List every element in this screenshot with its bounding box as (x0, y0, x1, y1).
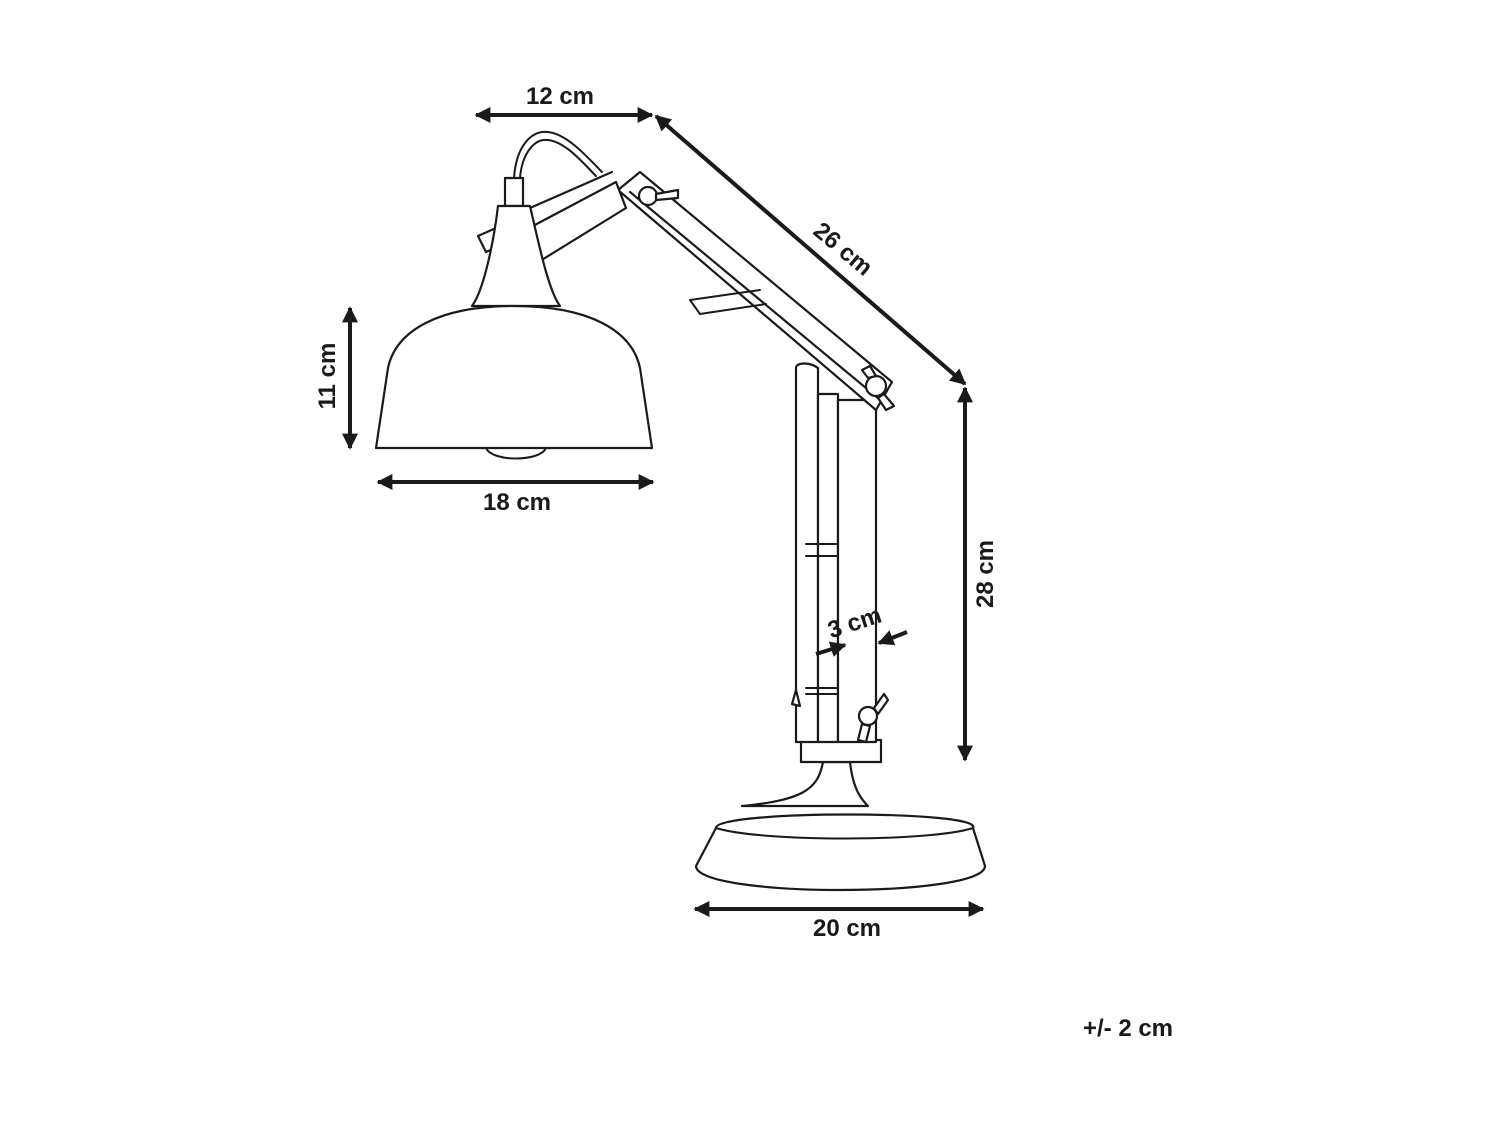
dimension-labels: 12 cm 26 cm 11 cm 18 cm 28 cm 3 cm 20 cm (314, 83, 999, 942)
label-shade-top-width: 12 cm (526, 83, 594, 110)
label-base-width: 20 cm (813, 915, 881, 942)
dim-arrow-3cm-right (877, 630, 908, 646)
dim-arrow-3cm-left (815, 641, 847, 657)
tolerance-note: +/- 2 cm (1083, 1015, 1173, 1042)
label-shade-height: 11 cm (314, 343, 341, 410)
label-arm-length: 26 cm (808, 217, 877, 281)
lamp-cable (513, 130, 603, 179)
dimension-lines (342, 107, 985, 917)
lamp-post (790, 362, 890, 764)
lamp-drawing (374, 130, 987, 892)
label-stand-height: 28 cm (972, 540, 999, 608)
lamp-shade (374, 176, 654, 460)
label-shade-width: 18 cm (483, 489, 551, 516)
dim-arrow-26cm (654, 114, 967, 386)
lamp-base (694, 760, 987, 892)
